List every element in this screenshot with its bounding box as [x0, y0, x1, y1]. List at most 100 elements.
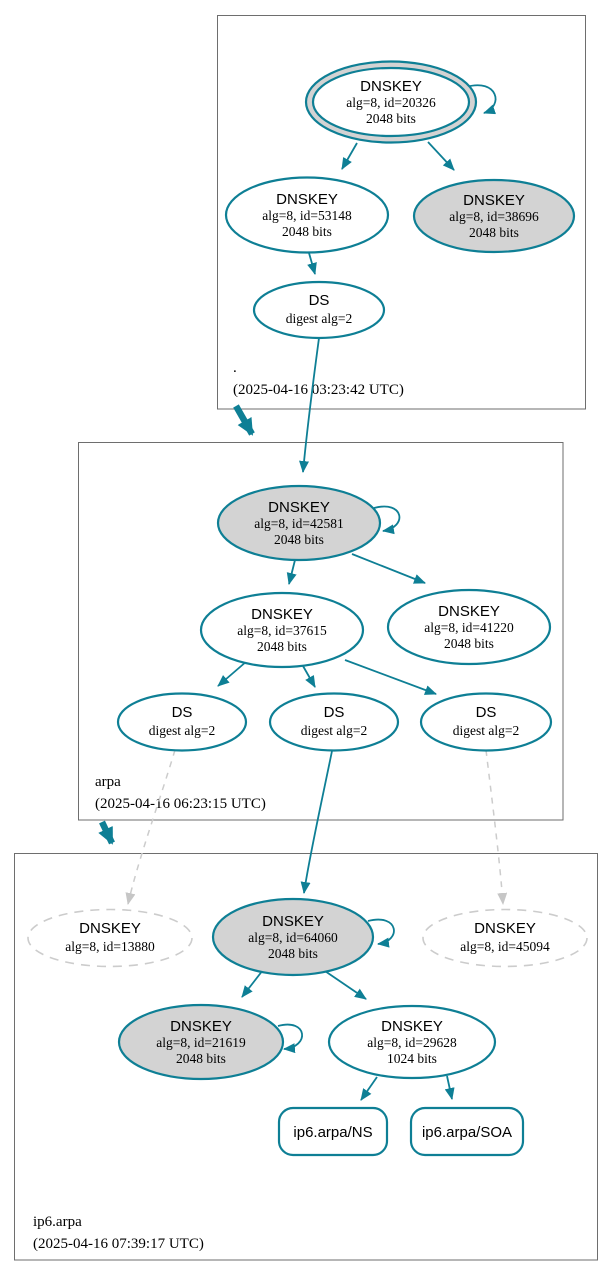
edge-key20326-to-key38696 — [427, 141, 455, 171]
node-title: DNSKEY — [276, 191, 338, 208]
dnskey-node-13880-insecure[interactable]: DNSKEY alg=8, id=13880 — [27, 908, 193, 968]
node-detail: alg=8, id=41220 — [424, 620, 514, 635]
rrset-node-ip6-arpa-soa[interactable]: ip6.arpa/SOA — [409, 1106, 525, 1157]
node-detail: digest alg=2 — [149, 723, 215, 738]
node-title: DS — [309, 292, 330, 309]
node-detail: alg=8, id=42581 — [254, 516, 343, 531]
node-detail: alg=8, id=38696 — [449, 209, 539, 224]
zone-box-arpa — [78, 442, 564, 821]
edge-key20326-to-key53148 — [341, 142, 358, 170]
edge-selfsign-key42581 — [373, 505, 401, 535]
dnskey-node-20326-ksk-sep[interactable]: DNSKEY alg=8, id=20326 2048 bits — [304, 60, 478, 144]
node-detail: digest alg=2 — [453, 723, 519, 738]
node-title: DNSKEY — [262, 913, 324, 930]
dnskey-ellipse — [211, 897, 375, 977]
rrset-label: ip6.arpa/NS — [293, 1124, 372, 1141]
node-bits: 2048 bits — [176, 1051, 226, 1066]
dnskey-ellipse — [216, 484, 382, 562]
zone-timestamp-ip6-arpa: (2025-04-16 07:39:17 UTC) — [33, 1236, 204, 1252]
node-title: DS — [324, 704, 345, 721]
rrset-node-ip6-arpa-ns[interactable]: ip6.arpa/NS — [277, 1106, 389, 1157]
rrset-rect — [409, 1106, 525, 1157]
node-title: DNSKEY — [170, 1018, 232, 1035]
node-bits: 2048 bits — [366, 111, 416, 126]
node-title: DNSKEY — [438, 603, 500, 620]
rrset-label: ip6.arpa/SOA — [422, 1124, 512, 1141]
ds-ellipse — [419, 692, 553, 752]
dnskey-ellipse-dashed — [27, 908, 193, 968]
dnskey-node-38696[interactable]: DNSKEY alg=8, id=38696 2048 bits — [412, 178, 576, 254]
dnskey-ellipse-inner — [311, 66, 471, 138]
ds-node-arpa-2[interactable]: DS digest alg=2 — [268, 692, 400, 752]
edge-selfsign-key20326 — [465, 84, 497, 115]
edge-key29628-to-ns — [360, 1076, 378, 1101]
edge-selfsign-key64060 — [367, 918, 395, 948]
edge-ds1-to-key13880-insecure — [125, 749, 176, 905]
ds-node-arpa-1[interactable]: DS digest alg=2 — [116, 692, 248, 752]
zone-timestamp-arpa: (2025-04-16 06:23:15 UTC) — [95, 796, 266, 812]
node-title: DNSKEY — [360, 78, 422, 95]
node-detail: alg=8, id=20326 — [346, 95, 436, 110]
node-title: DNSKEY — [381, 1018, 443, 1035]
edge-ds2-to-key64060 — [300, 750, 333, 894]
dnskey-ellipse — [327, 1004, 497, 1080]
rrset-rect — [277, 1106, 389, 1157]
dnskey-node-29628-zsk[interactable]: DNSKEY alg=8, id=29628 1024 bits — [327, 1004, 497, 1080]
edge-key53148-to-ds — [307, 252, 317, 275]
zone-box-root — [217, 15, 586, 410]
dnskey-node-45094-insecure[interactable]: DNSKEY alg=8, id=45094 — [422, 908, 588, 968]
node-detail: alg=8, id=64060 — [248, 930, 338, 945]
dnskey-node-21619[interactable]: DNSKEY alg=8, id=21619 2048 bits — [117, 1003, 285, 1081]
node-bits: 2048 bits — [469, 225, 519, 240]
dnskey-ellipse — [199, 591, 365, 669]
ds-node-root[interactable]: DS digest alg=2 — [252, 280, 386, 340]
edge-key42581-to-key41220 — [351, 553, 426, 584]
edge-delegation-arpa-to-ip6-arpa — [98, 820, 115, 845]
node-bits: 1024 bits — [387, 1051, 437, 1066]
node-detail: digest alg=2 — [301, 723, 367, 738]
ds-ellipse — [252, 280, 386, 340]
edge-key42581-to-key37615 — [286, 559, 297, 585]
zone-label-arpa: arpa — [95, 774, 121, 790]
node-bits: 2048 bits — [274, 532, 324, 547]
node-detail: alg=8, id=29628 — [367, 1035, 457, 1050]
zone-label-ip6-arpa: ip6.arpa — [33, 1214, 82, 1230]
zone-box-ip6-arpa — [14, 853, 598, 1261]
node-title: DNSKEY — [268, 499, 330, 516]
dnskey-node-64060-ksk[interactable]: DNSKEY alg=8, id=64060 2048 bits — [211, 897, 375, 977]
edge-key37615-to-ds1 — [217, 660, 248, 687]
dnskey-ellipse — [412, 178, 576, 254]
node-title: DNSKEY — [79, 920, 141, 937]
dnskey-ellipse — [386, 588, 552, 666]
edge-key64060-to-key29628 — [321, 968, 367, 1000]
zone-label-root: . — [233, 360, 237, 376]
node-title: DNSKEY — [251, 606, 313, 623]
dnskey-ellipse-dashed — [422, 908, 588, 968]
node-bits: 2048 bits — [444, 636, 494, 651]
node-detail: alg=8, id=13880 — [65, 939, 155, 954]
dnskey-node-42581-ksk[interactable]: DNSKEY alg=8, id=42581 2048 bits — [216, 484, 382, 562]
node-bits: 2048 bits — [257, 639, 307, 654]
node-bits: 2048 bits — [268, 946, 318, 961]
node-title: DNSKEY — [463, 192, 525, 209]
node-detail: alg=8, id=45094 — [460, 939, 550, 954]
node-bits: 2048 bits — [282, 224, 332, 239]
dnskey-ellipse — [117, 1003, 285, 1081]
dnskey-ellipse — [224, 176, 390, 254]
edge-key64060-to-key21619 — [241, 969, 264, 998]
dnskey-node-37615[interactable]: DNSKEY alg=8, id=37615 2048 bits — [199, 591, 365, 669]
edge-key37615-to-ds3 — [344, 659, 437, 695]
edge-key37615-to-ds2 — [302, 665, 316, 688]
dnskey-node-41220[interactable]: DNSKEY alg=8, id=41220 2048 bits — [386, 588, 552, 666]
ds-ellipse — [268, 692, 400, 752]
ds-node-arpa-3[interactable]: DS digest alg=2 — [419, 692, 553, 752]
node-title: DNSKEY — [474, 920, 536, 937]
ds-ellipse — [116, 692, 248, 752]
edge-delegation-root-to-arpa — [233, 404, 255, 436]
edge-ds-to-key42581 — [299, 337, 320, 473]
node-detail: alg=8, id=37615 — [237, 623, 327, 638]
node-detail: alg=8, id=21619 — [156, 1035, 246, 1050]
dnskey-node-53148[interactable]: DNSKEY alg=8, id=53148 2048 bits — [224, 176, 390, 254]
